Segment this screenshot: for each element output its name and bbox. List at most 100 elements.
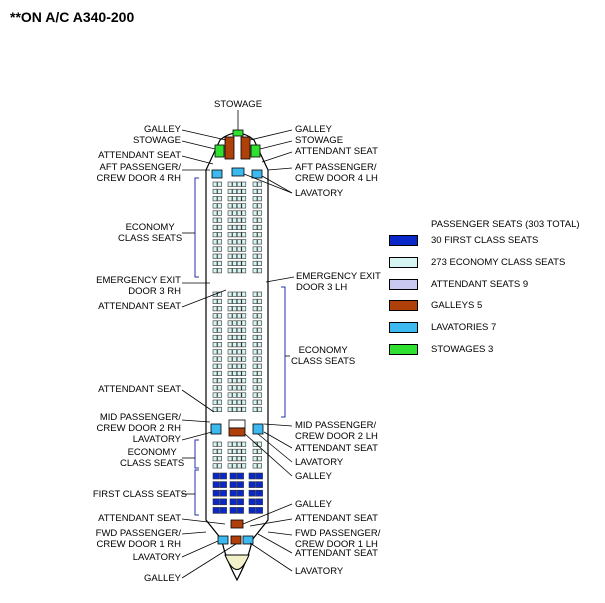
economy-seat bbox=[236, 448, 242, 455]
economy-seat bbox=[227, 291, 233, 297]
economy-seat bbox=[227, 246, 233, 252]
economy-seat bbox=[217, 188, 222, 194]
economy-seat bbox=[252, 378, 258, 384]
first-class-seat bbox=[212, 481, 220, 488]
first-class-seat bbox=[219, 498, 227, 506]
first-class-seat bbox=[219, 489, 227, 497]
economy-seat bbox=[252, 399, 258, 405]
economy-seat bbox=[232, 306, 237, 312]
economy-seat bbox=[227, 356, 233, 362]
economy-seat bbox=[241, 181, 247, 187]
economy-seat bbox=[252, 232, 258, 238]
economy-seat bbox=[241, 456, 247, 462]
economy-seat bbox=[232, 268, 237, 274]
economy-seat bbox=[232, 217, 237, 223]
economy-seat bbox=[227, 196, 233, 202]
economy-seat bbox=[241, 313, 247, 319]
economy-seat bbox=[257, 399, 262, 405]
economy-seat bbox=[257, 260, 262, 267]
label-fwd-door-lh: FWD PASSENGER/CREW DOOR 1 LH bbox=[295, 528, 381, 550]
economy-seat bbox=[241, 363, 247, 369]
label-attendant-top-left: ATTENDANT SEAT bbox=[98, 150, 181, 161]
economy-seat bbox=[236, 441, 242, 447]
economy-seat bbox=[212, 448, 218, 455]
economy-seat bbox=[212, 217, 218, 223]
economy-seat bbox=[217, 349, 222, 355]
economy-seat bbox=[257, 217, 262, 223]
economy-seat bbox=[241, 327, 247, 333]
economy-seat bbox=[236, 378, 242, 384]
legend-label-economy: 273 ECONOMY CLASS SEATS bbox=[431, 257, 566, 268]
economy-seat bbox=[236, 456, 242, 462]
first-class-seat bbox=[236, 498, 244, 506]
economy-seat bbox=[227, 306, 233, 312]
stowage-tail-top bbox=[232, 129, 244, 137]
economy-seat bbox=[252, 268, 258, 274]
economy-seat bbox=[212, 320, 218, 326]
label-lavatory-fwd-right: LAVATORY bbox=[295, 566, 344, 577]
economy-seat bbox=[232, 334, 237, 341]
economy-seat bbox=[257, 406, 262, 413]
label-attendant-fwd-left: ATTENDANT SEAT bbox=[98, 513, 181, 524]
economy-seat bbox=[217, 448, 222, 455]
economy-seat bbox=[257, 320, 262, 326]
label-aft-door-rh: AFT PASSENGER/CREW DOOR 4 RH bbox=[96, 162, 181, 184]
economy-seat bbox=[252, 260, 258, 267]
economy-seat bbox=[257, 291, 262, 297]
legend-label-lavatories: LAVATORIES 7 bbox=[431, 322, 497, 333]
economy-seat bbox=[232, 224, 237, 230]
first-class-seat bbox=[219, 472, 227, 480]
economy-seat bbox=[212, 327, 218, 333]
economy-seat bbox=[236, 320, 242, 326]
economy-seat bbox=[232, 456, 237, 462]
label-attendant-fwd-right2: ATTENDANT SEAT bbox=[295, 548, 378, 559]
first-class-seat bbox=[236, 472, 244, 480]
economy-seat bbox=[227, 232, 233, 238]
economy-seat bbox=[257, 363, 262, 369]
economy-seat bbox=[252, 313, 258, 319]
economy-seat bbox=[212, 441, 218, 447]
economy-seat bbox=[227, 298, 233, 305]
economy-seat bbox=[212, 210, 218, 216]
economy-seat bbox=[252, 448, 258, 455]
first-class-seat bbox=[248, 489, 256, 497]
economy-seat bbox=[217, 203, 222, 209]
economy-seat bbox=[217, 327, 222, 333]
economy-seat bbox=[252, 363, 258, 369]
economy-seat bbox=[241, 298, 247, 305]
label-attendant-mid-right: ATTENDANT SEAT bbox=[295, 443, 378, 454]
economy-seat bbox=[252, 392, 258, 398]
economy-seat bbox=[241, 441, 247, 447]
first-class-seat bbox=[255, 481, 263, 488]
economy-seat bbox=[217, 392, 222, 398]
economy-seat bbox=[232, 356, 237, 362]
economy-seat bbox=[252, 334, 258, 341]
economy-seat bbox=[212, 406, 218, 413]
economy-seat bbox=[257, 253, 262, 259]
economy-seat bbox=[252, 210, 258, 216]
economy-seat bbox=[252, 203, 258, 209]
economy-seat bbox=[212, 356, 218, 362]
lavatory-aft-left bbox=[211, 169, 223, 179]
economy-seat bbox=[217, 356, 222, 362]
economy-seat bbox=[232, 246, 237, 252]
economy-seat bbox=[257, 210, 262, 216]
leader-lines bbox=[181, 110, 295, 579]
legend-label-galleys: GALLEYS 5 bbox=[431, 300, 483, 311]
economy-seat bbox=[212, 188, 218, 194]
first-class-seat bbox=[229, 472, 237, 480]
economy-seat bbox=[232, 406, 237, 413]
economy-seat bbox=[227, 363, 233, 369]
label-lavatory-aft: LAVATORY bbox=[295, 188, 344, 199]
economy-seat bbox=[212, 385, 218, 391]
economy-seat bbox=[241, 291, 247, 297]
first-class-seat bbox=[255, 489, 263, 497]
galley-mid bbox=[228, 427, 246, 437]
first-class-seat bbox=[212, 472, 220, 480]
economy-seat bbox=[217, 306, 222, 312]
economy-seat bbox=[252, 327, 258, 333]
